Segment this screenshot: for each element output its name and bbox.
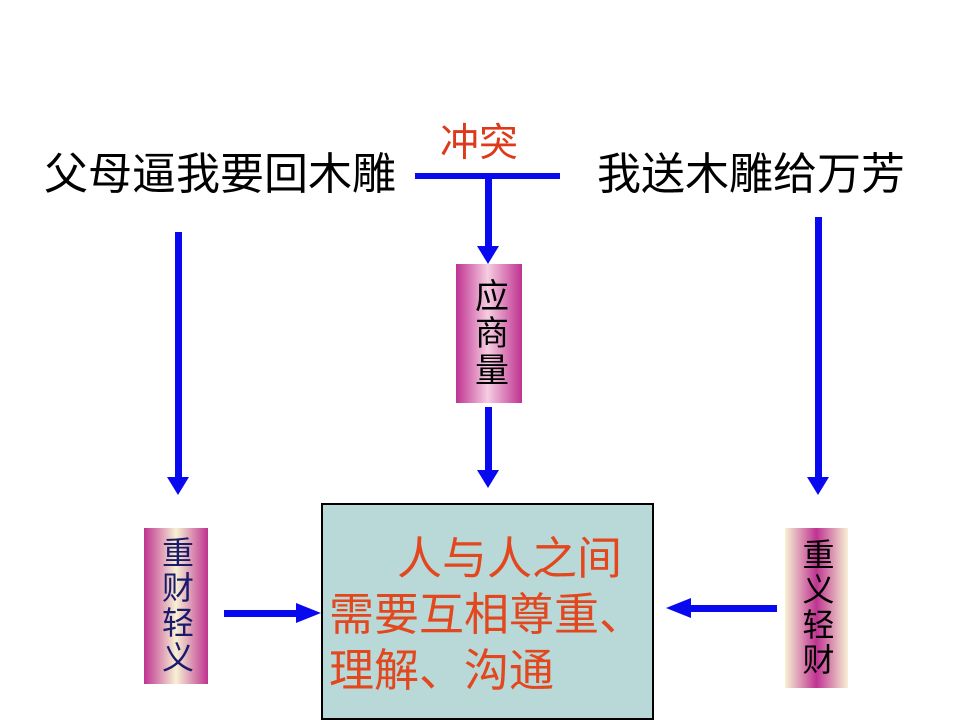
conclusion-line: 理解、沟通 [329,644,555,697]
friendship-over-money-box: 重义轻财 [785,528,848,688]
arrow-friendship-to-conclusion-line [690,605,777,612]
arrow-conflict-to-negotiate-line [485,177,492,246]
arrowhead-down [477,246,499,264]
arrowhead-left [666,598,691,618]
conflict-label: 冲突 [440,121,519,166]
conclusion-box: 人与人之间 需要互相尊重、 理解、沟通 [321,503,654,720]
arrowhead-down [807,477,829,495]
arrow-left-event-down-line [175,232,182,477]
arrow-money-to-conclusion-line [224,610,297,617]
money-over-friendship-box: 重财轻义 [144,528,208,684]
arrow-right-event-down-line [815,217,822,477]
arrowhead-down [167,477,189,495]
left-event-text: 父母逼我要回木雕 [44,149,396,200]
arrowhead-right [296,603,321,623]
arrowhead-down [477,470,499,488]
negotiate-box: 应商量 [456,264,522,403]
conclusion-line: 需要互相尊重、 [329,588,645,641]
conclusion-line: 人与人之间 [397,532,623,585]
arrow-negotiate-to-conclusion-line [485,407,492,470]
right-event-text: 我送木雕给万芳 [597,149,905,200]
conflict-line [415,173,560,179]
